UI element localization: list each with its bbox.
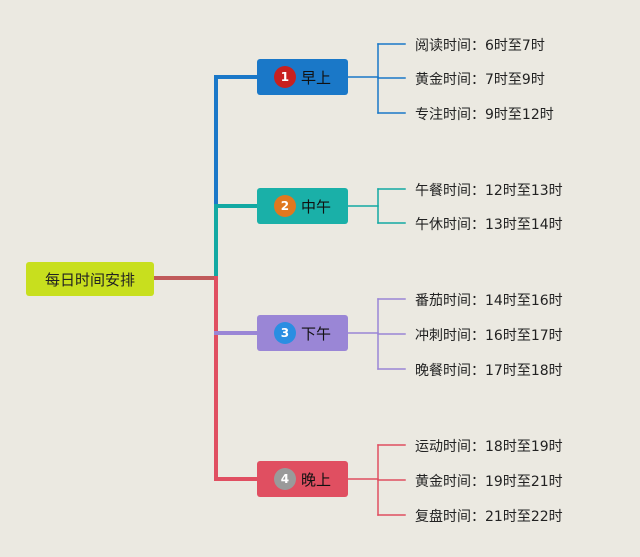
- branch-label: 晚上: [300, 470, 331, 489]
- leaf-item[interactable]: 复盘时间：21时至22时: [415, 509, 563, 525]
- leaf-item[interactable]: 黄金时间：19时至21时: [415, 474, 563, 490]
- branch-node-evening[interactable]: 4 晚上: [257, 461, 348, 497]
- leaf-item[interactable]: 番茄时间：14时至16时: [415, 293, 563, 309]
- branch-node-noon[interactable]: 2 中午: [257, 188, 348, 224]
- number-badge-icon: 4: [273, 468, 296, 490]
- leaf-item[interactable]: 午休时间：13时至14时: [415, 217, 563, 233]
- leaf-item[interactable]: 午餐时间：12时至13时: [415, 183, 563, 199]
- leaf-item[interactable]: 阅读时间：6时至7时: [415, 38, 545, 54]
- leaf-item[interactable]: 专注时间：9时至12时: [415, 107, 554, 123]
- number-badge-icon: 2: [273, 195, 296, 217]
- root-label: 每日时间安排: [44, 270, 135, 289]
- branch-label: 早上: [300, 68, 331, 87]
- number-badge-icon: 1: [273, 66, 296, 88]
- leaf-item[interactable]: 晚餐时间：17时至18时: [415, 363, 563, 379]
- leaf-item[interactable]: 黄金时间：7时至9时: [415, 72, 545, 88]
- branch-node-afternoon[interactable]: 3 下午: [257, 315, 348, 351]
- number-badge-icon: 3: [273, 322, 296, 344]
- branch-label: 中午: [300, 197, 331, 216]
- root-node[interactable]: 每日时间安排: [26, 262, 154, 296]
- leaf-item[interactable]: 运动时间：18时至19时: [415, 439, 563, 455]
- branch-label: 下午: [300, 324, 331, 343]
- branch-node-morning[interactable]: 1 早上: [257, 59, 348, 95]
- leaf-item[interactable]: 冲刺时间：16时至17时: [415, 328, 563, 344]
